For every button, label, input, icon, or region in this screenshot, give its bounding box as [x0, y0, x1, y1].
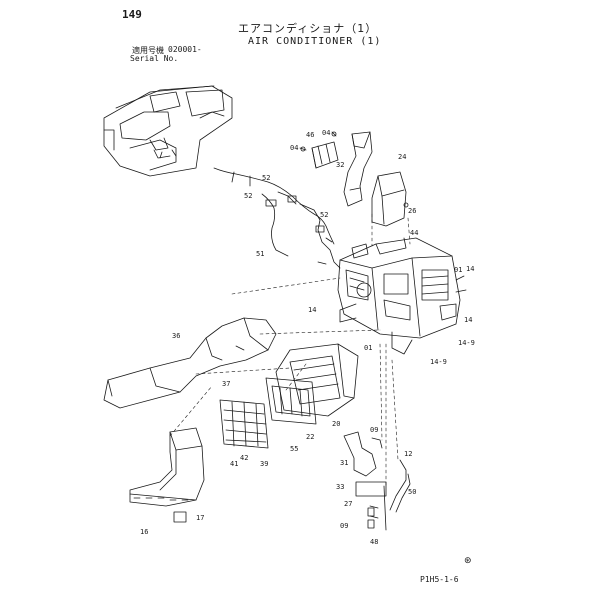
- callout-label: 09: [340, 522, 348, 530]
- callout-label: 33: [336, 483, 344, 491]
- corner-registration-mark: ⊛: [464, 556, 472, 566]
- callout-label: 55: [290, 445, 298, 453]
- duct-16: [129, 427, 205, 523]
- callout-label: 41: [230, 460, 238, 468]
- callout-label: 16: [140, 528, 148, 536]
- callout-label: 01: [364, 344, 372, 352]
- filter-55: [265, 377, 317, 425]
- callout-label: 31: [340, 459, 348, 467]
- relay-box-46: [299, 131, 339, 169]
- callout-label: 32: [336, 161, 344, 169]
- duct-32: [343, 131, 373, 207]
- drain-hoses: [343, 431, 411, 531]
- page-number: 149: [122, 8, 142, 21]
- callout-label: 09: [370, 426, 378, 434]
- callout-label: 12: [404, 450, 412, 458]
- page-code: P1H5-1-6: [420, 575, 459, 584]
- callout-label: 48: [370, 538, 378, 546]
- callout-label: 14: [308, 306, 316, 314]
- callout-label: 44: [410, 229, 418, 237]
- page-title-english: AIR CONDITIONER (1): [248, 36, 382, 47]
- callout-label: 14-9: [430, 358, 447, 366]
- serial-label-japanese: 適用号機: [132, 46, 164, 55]
- callout-label: 52: [244, 192, 252, 200]
- callout-label: 51: [256, 250, 264, 258]
- duct-36: [103, 317, 277, 409]
- grille-39: [219, 399, 269, 449]
- callout-label: 42: [240, 454, 248, 462]
- page-title-japanese: エアコンディショナ（1）: [238, 22, 378, 35]
- callout-label: 22: [306, 433, 314, 441]
- callout-label: 14: [466, 265, 474, 273]
- callout-label: 52: [262, 174, 270, 182]
- callout-label: 17: [196, 514, 204, 522]
- callout-label: 36: [172, 332, 180, 340]
- duct-24: [371, 171, 409, 227]
- callout-label: 26: [408, 207, 416, 215]
- callout-label: 50: [408, 488, 416, 496]
- callout-label: 14: [464, 316, 472, 324]
- wiring-harness-52: [213, 167, 341, 269]
- leader-lines: [169, 213, 411, 487]
- callout-label: 04: [290, 144, 298, 152]
- air-conditioner-unit-44: [337, 237, 467, 355]
- callout-label: 52: [320, 211, 328, 219]
- part-callouts: 46 04 04 32 24 52 52 52 26 44 51 01 14 1…: [140, 129, 475, 546]
- callout-label: 46: [306, 131, 314, 139]
- callout-label: 01: [454, 266, 462, 274]
- callout-label: 27: [344, 500, 352, 508]
- machine-cab-illustration: [103, 85, 233, 177]
- filter-housing-20: [275, 343, 359, 417]
- serial-label-english: Serial No.: [130, 54, 179, 63]
- callout-label: 39: [260, 460, 268, 468]
- serial-number-value: 020001-: [168, 45, 202, 54]
- callout-label: 24: [398, 153, 406, 161]
- callout-label: 04: [322, 129, 330, 137]
- callout-label: 37: [222, 380, 230, 388]
- callout-label: 14-9: [458, 339, 475, 347]
- callout-label: 20: [332, 420, 340, 428]
